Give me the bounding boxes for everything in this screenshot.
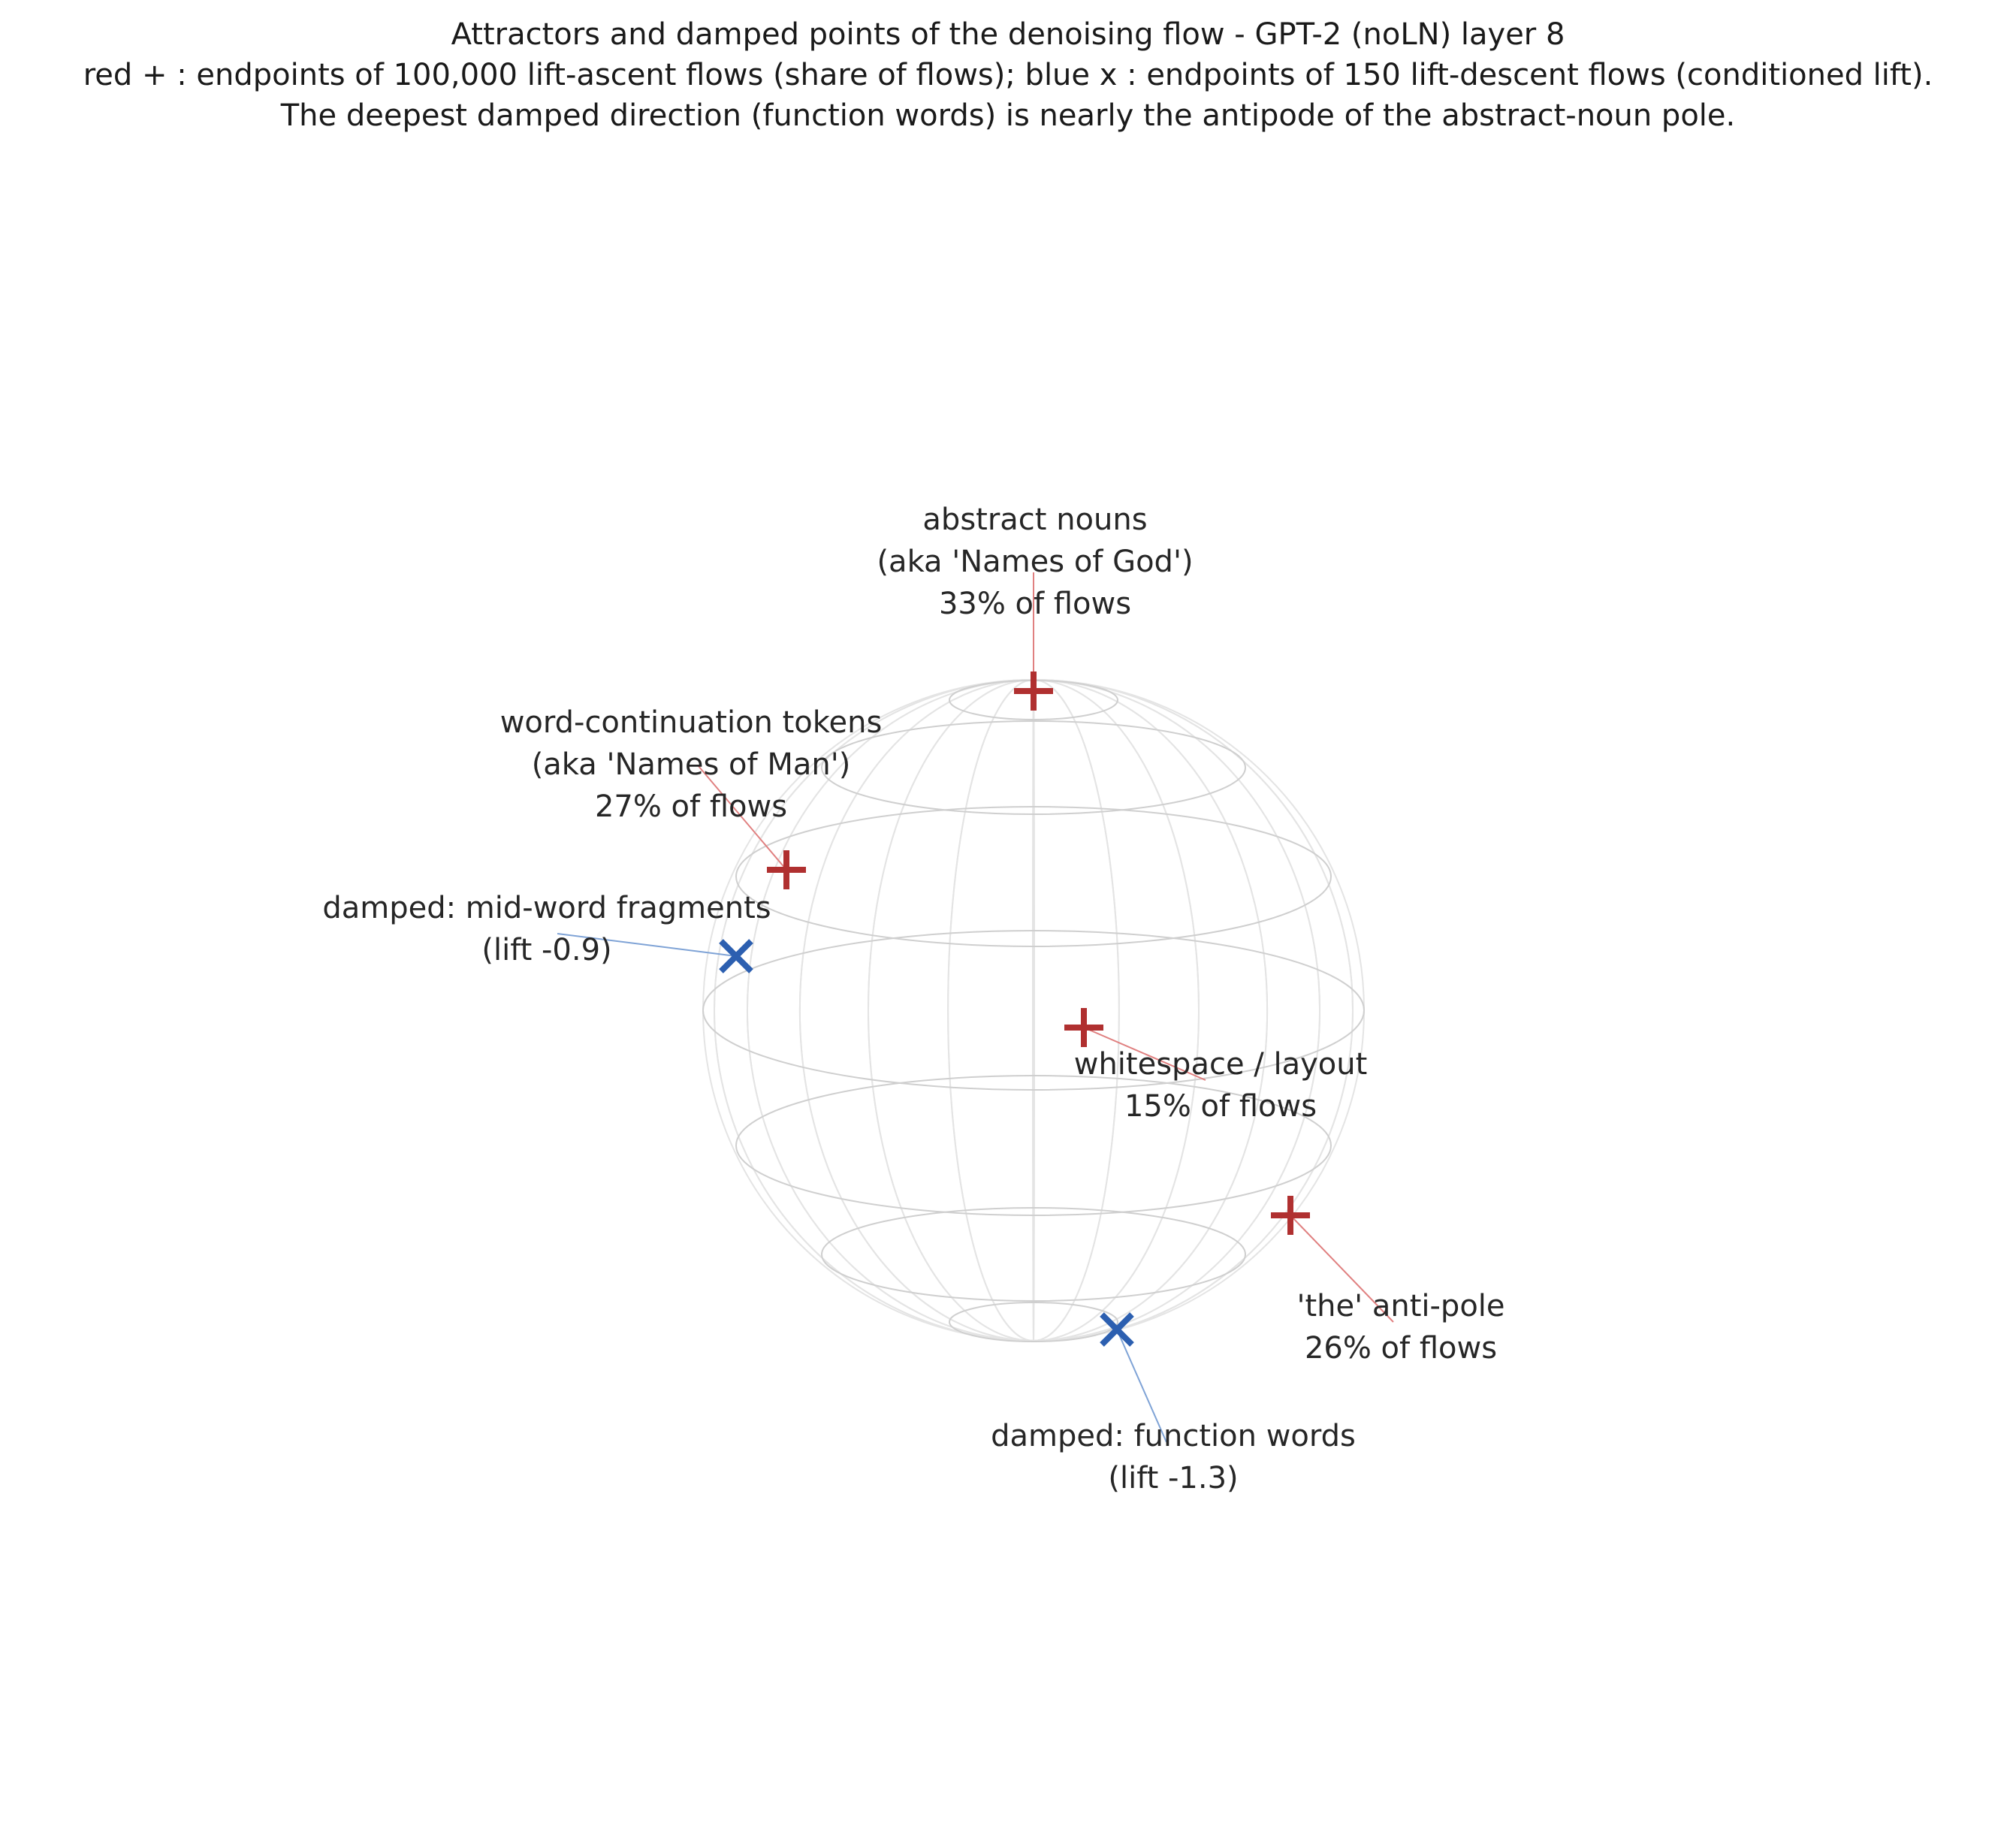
damped-2-label: damped: function words (lift -1.3) <box>991 1419 1356 1495</box>
attractor-4-leader <box>1290 1215 1394 1323</box>
attractor-4-plus-marker <box>1271 1196 1310 1235</box>
attractor-2-label-line: word-continuation tokens <box>500 705 883 740</box>
damped-1-label-line: damped: mid-word fragments <box>322 891 771 925</box>
damped-2-label-line: damped: function words <box>991 1419 1356 1453</box>
annotation-labels: abstract nouns (aka 'Names of God') 33% of… <box>322 503 1504 1495</box>
sphere-meridian <box>1032 679 1035 1342</box>
damped-1-leader <box>557 933 737 957</box>
damped-2-label-line: (lift -1.3) <box>1108 1461 1238 1495</box>
attractor-3-leader <box>1083 1027 1206 1081</box>
damped-2-leader <box>1116 1329 1167 1443</box>
attractor-2-label: word-continuation tokens (aka 'Names of M… <box>500 705 883 824</box>
attractor-4-label-line: 'the' anti-pole <box>1296 1289 1504 1323</box>
attractor-2-plus-marker <box>767 850 806 889</box>
attractor-2-label-line: (aka 'Names of Man') <box>532 747 851 782</box>
attractor-4-label: 'the' anti-pole 26% of flows <box>1296 1289 1504 1366</box>
attractor-2-leader <box>698 765 787 871</box>
attractor-1-label-line: abstract nouns <box>922 503 1147 537</box>
damped-1-label: damped: mid-word fragments (lift -0.9) <box>322 891 771 967</box>
leader-lines <box>557 572 1394 1443</box>
sphere-latitude-ring <box>735 1075 1332 1216</box>
attractor-3-plus-marker <box>1064 1008 1103 1047</box>
title-line-2: red + : endpoints of 100,000 lift-ascent… <box>83 58 1933 92</box>
sphere-latitude-ring <box>735 806 1332 947</box>
damped-2-x-marker <box>1100 1312 1134 1347</box>
sphere-latitude-ring <box>821 1207 1246 1302</box>
attractor-3-label-line: 15% of flows <box>1124 1089 1317 1124</box>
attractor-3-label: whitespace / layout 15% of flows <box>1074 1047 1368 1124</box>
damped-1-label-line: (lift -0.9) <box>481 933 611 967</box>
attractor-1-plus-marker <box>1014 672 1053 711</box>
markers <box>719 672 1310 1347</box>
sphere-latitude-ring <box>702 930 1365 1091</box>
attractor-3-label-line: whitespace / layout <box>1074 1047 1368 1082</box>
attractor-2-label-line: 27% of flows <box>595 789 787 824</box>
title-line-1: Attractors and damped points of the deno… <box>451 17 1565 52</box>
attractor-1-label-line: 33% of flows <box>939 587 1131 621</box>
title-line-3: The deepest damped direction (function w… <box>280 98 1736 133</box>
sphere-latitude-ring <box>949 1302 1118 1342</box>
sphere-latitude-ring <box>821 720 1246 815</box>
attractor-1-label: abstract nouns (aka 'Names of God') 33% of… <box>877 503 1193 621</box>
attractor-1-label-line: (aka 'Names of God') <box>877 545 1193 579</box>
attractor-4-label-line: 26% of flows <box>1305 1331 1497 1366</box>
damped-1-x-marker <box>719 939 753 973</box>
